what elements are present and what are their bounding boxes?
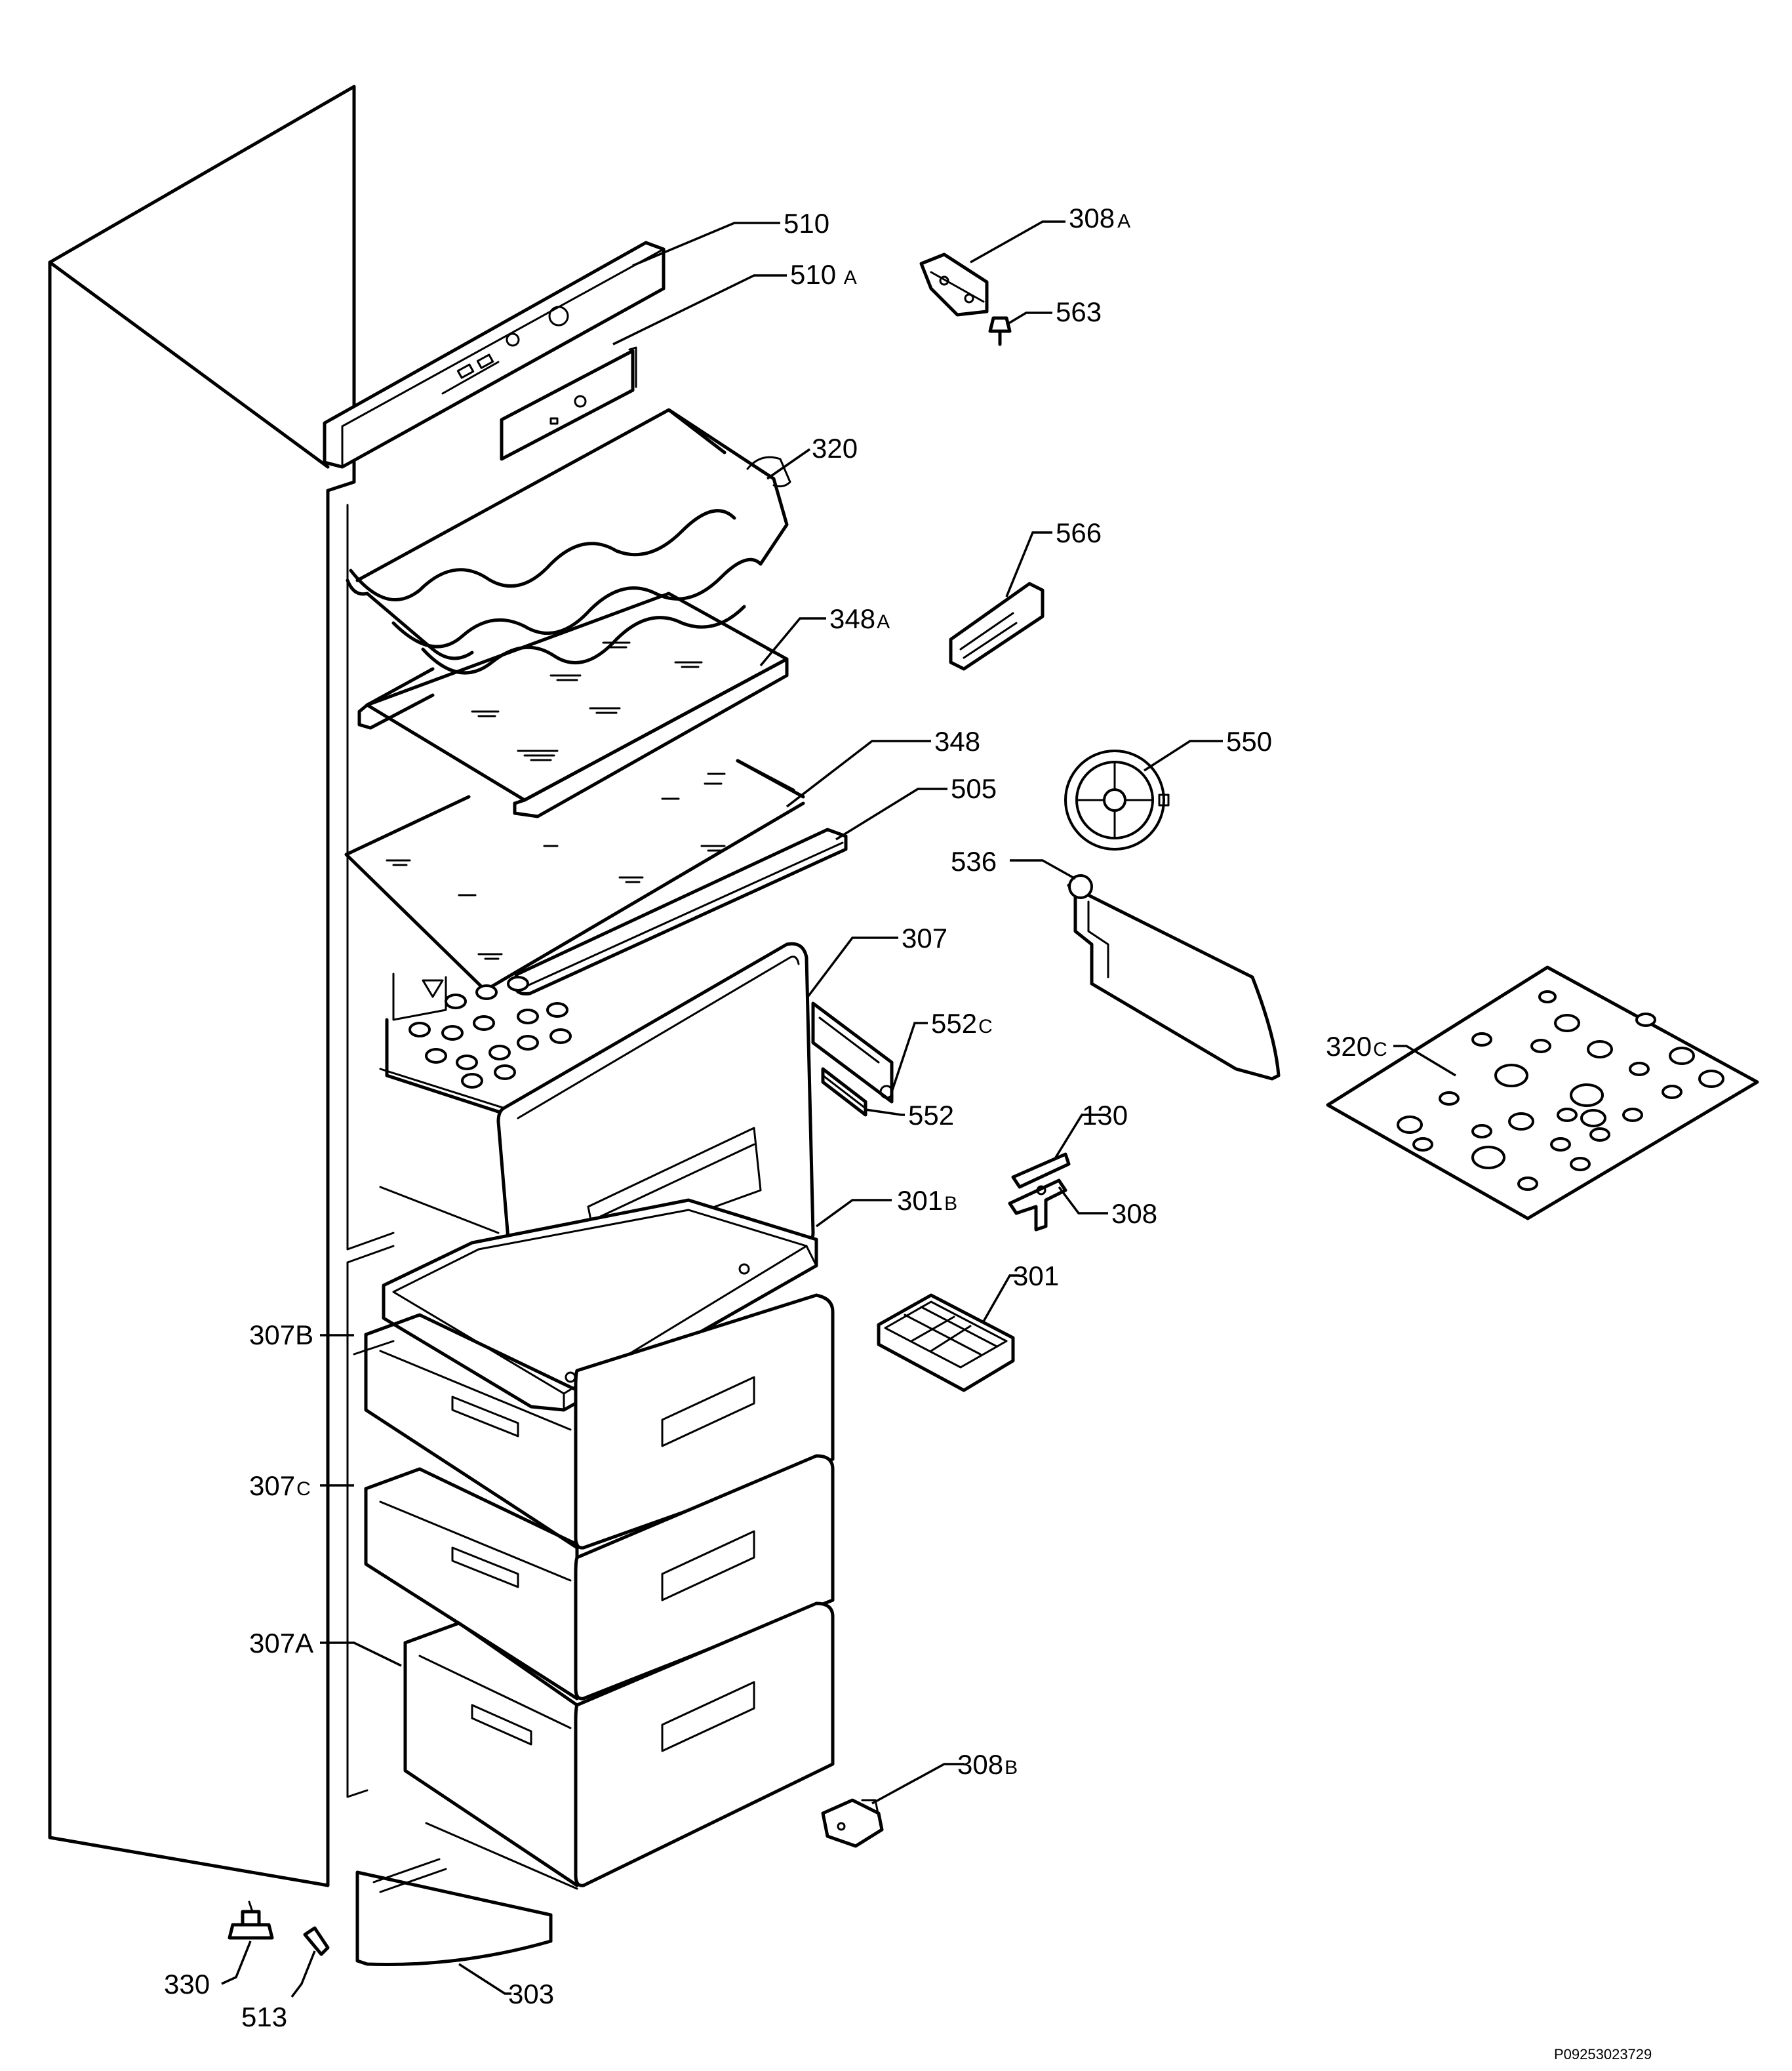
- drawing-code: P09253023729: [1554, 2046, 1652, 2062]
- drawer-top: [353, 1293, 835, 1550]
- drawer-middle: [364, 1454, 835, 1700]
- door-handle-small: [949, 582, 1045, 671]
- ice-tray-frame: [382, 1198, 818, 1412]
- callout-550: 550: [1226, 726, 1272, 757]
- callout-307a: 307A: [249, 1628, 313, 1659]
- callout-301b: 301B: [897, 1185, 957, 1216]
- door-hinge-middle: [1008, 1178, 1067, 1232]
- callout-510a: 510 A: [790, 259, 857, 290]
- freezer-interior: [379, 973, 572, 1234]
- callout-505: 505: [951, 773, 997, 804]
- glass-marks-lower: [386, 773, 726, 960]
- leader-lines: [221, 220, 1456, 1998]
- callout-307b: 307B: [249, 1319, 313, 1350]
- perforated-shelf: [1326, 965, 1759, 1220]
- hinge-bracket-top: [919, 252, 989, 317]
- evaporator-holes: [408, 976, 572, 1089]
- glass-marks-upper: [471, 641, 703, 761]
- door-hinge-upper-link: [1011, 1152, 1071, 1189]
- callout-513: 513: [241, 2001, 287, 2032]
- callout-330: 330: [164, 1969, 210, 2000]
- callout-552c: 552C: [931, 1008, 993, 1039]
- wine-rack: [346, 408, 791, 675]
- hinge-bracket-bottom: [821, 1798, 884, 1848]
- kick-plate: [355, 1858, 553, 1967]
- callout-566: 566: [1056, 517, 1102, 548]
- callout-552: 552: [908, 1100, 954, 1131]
- cabinet-body: [48, 85, 395, 1887]
- callout-307: 307: [902, 923, 947, 954]
- callout-303: 303: [508, 1979, 554, 2009]
- hinge-screw: [988, 316, 1012, 346]
- ice-scraper-wheel: [1064, 750, 1170, 851]
- callout-510: 510: [784, 208, 829, 239]
- callout-348a: 348A: [829, 603, 890, 634]
- callout-536: 536: [951, 846, 997, 877]
- callout-320c: 320C: [1326, 1031, 1387, 1062]
- callout-320: 320: [812, 433, 858, 464]
- foot-clip: [303, 1926, 330, 1956]
- callout-563: 563: [1056, 296, 1102, 327]
- callout-308b: 308B: [957, 1749, 1018, 1780]
- callout-307c: 307C: [249, 1470, 311, 1501]
- control-panel-fascia: [323, 241, 666, 469]
- callout-301: 301: [1013, 1260, 1059, 1291]
- callout-308: 308: [1111, 1198, 1157, 1229]
- callout-348: 348: [934, 726, 980, 757]
- adjustable-foot: [228, 1900, 274, 1940]
- control-panel-insert: [500, 346, 637, 461]
- flap-hinge-rail: [811, 1001, 894, 1104]
- drawer-bottom: [403, 1601, 835, 1890]
- callout-130: 130: [1082, 1100, 1128, 1131]
- flap-support-rail: [821, 1067, 867, 1117]
- glass-shelf-upper: [357, 592, 789, 818]
- ice-cube-tray: [877, 1293, 1015, 1392]
- divider-plate: [1067, 874, 1281, 1081]
- perforated-shelf-holes: [1397, 990, 1724, 1191]
